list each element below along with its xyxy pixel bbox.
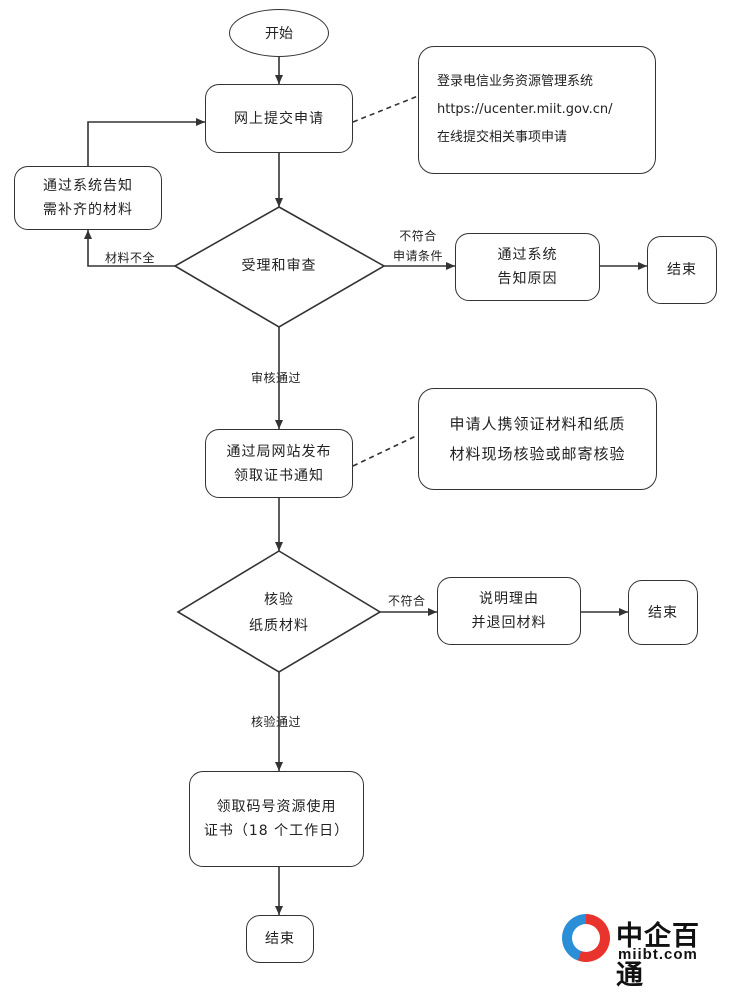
publish-line-2: 领取证书通知: [234, 467, 324, 484]
onsite-verification-note: 申请人携领证材料和纸质 材料现场核验或邮寄核验: [418, 388, 657, 490]
verify-line-1: 核验: [264, 592, 294, 608]
notify-reason-line-1: 通过系统: [497, 247, 558, 263]
notify-supplement-box: 通过系统告知 需补齐的材料: [14, 166, 162, 230]
not-meet-review-line-1: 不符合: [399, 229, 437, 243]
dashed-connector-onsite-note: [352, 434, 419, 467]
publish-notice-box: 通过局网站发布 领取证书通知: [205, 429, 353, 498]
explain-return-box: 说明理由 并退回材料: [437, 577, 581, 645]
edge-label-not-meet-review: 不符合 申请条件: [389, 226, 447, 266]
edge-label-review-pass: 审核通过: [251, 371, 302, 385]
onsite-note-line-1: 申请人携领证材料和纸质: [449, 415, 626, 433]
edge-label-incomplete: 材料不全: [105, 251, 156, 265]
explain-return-line-2: 并退回材料: [471, 615, 547, 631]
start-terminal: 开始: [229, 9, 329, 57]
online-note-line-3: 在线提交相关事项申请: [437, 130, 568, 145]
notify-reason-line-2: 告知原因: [497, 271, 558, 287]
end-box-1: 结束: [647, 236, 717, 304]
publish-line-1: 通过局网站发布: [226, 443, 332, 460]
online-note-url: https://ucenter.miit.gov.cn/: [437, 102, 613, 117]
edge-label-verify-pass: 核验通过: [251, 715, 302, 729]
end-1-label: 结束: [667, 262, 697, 278]
dashed-connector-online-note: [352, 95, 419, 123]
end-3-label: 结束: [265, 931, 295, 947]
online-submission-note: 登录电信业务资源管理系统 https://ucenter.miit.gov.cn…: [418, 46, 656, 174]
brand-logo-icon: [562, 914, 610, 962]
brand-logo: 中企百通 miibt.com: [556, 912, 726, 991]
notify-supplement-line-2: 需补齐的材料: [43, 202, 133, 218]
notify-reason-box: 通过系统 告知原因: [455, 233, 600, 301]
brand-logo-url: miibt.com: [618, 946, 698, 963]
end-box-2: 结束: [628, 580, 698, 645]
receive-cert-line-2: 证书（18 个工作日）: [203, 823, 350, 839]
online-note-line-1: 登录电信业务资源管理系统: [437, 74, 594, 89]
end-box-3: 结束: [246, 915, 314, 963]
flowchart-connectors: [84, 57, 647, 915]
verify-diamond: [176, 550, 382, 673]
onsite-note-line-2: 材料现场核验或邮寄核验: [449, 445, 626, 463]
explain-return-line-1: 说明理由: [479, 591, 539, 607]
review-label: 受理和审查: [241, 258, 317, 274]
submit-application-label: 网上提交申请: [234, 110, 324, 127]
review-diamond: [173, 206, 386, 328]
verify-line-2: 纸质材料: [249, 618, 309, 634]
verify-diamond-label: 核验 纸质材料: [205, 586, 353, 640]
end-2-label: 结束: [648, 604, 678, 621]
arrow-incomplete-loop: [84, 230, 175, 267]
submit-application-box: 网上提交申请: [205, 84, 353, 153]
review-diamond-label: 受理和审查: [205, 251, 353, 281]
receive-cert-line-1: 领取码号资源使用: [216, 799, 337, 815]
arrow-supplement-to-submit: [87, 118, 205, 166]
receive-certificate-box: 领取码号资源使用 证书（18 个工作日）: [189, 771, 364, 867]
start-label: 开始: [265, 26, 293, 42]
edge-label-not-meet-verify: 不符合: [388, 594, 426, 608]
notify-supplement-line-1: 通过系统告知: [43, 178, 133, 194]
not-meet-review-line-2: 申请条件: [392, 249, 443, 263]
